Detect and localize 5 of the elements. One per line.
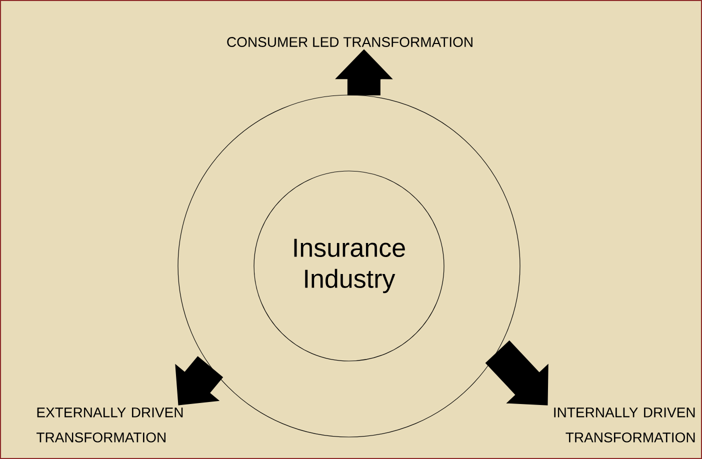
transformation-label: EXTERNALLY DRIVEN TRANSFORMATION	[36, 408, 183, 442]
block-arrow	[485, 340, 548, 406]
circle-label: Insurance Industry	[254, 170, 444, 362]
transformation-label: CONSUMER LED TRANSFORMATION	[227, 37, 472, 47]
transformation-label: INTERNALLY DRIVEN TRANSFORMATION	[554, 408, 695, 442]
